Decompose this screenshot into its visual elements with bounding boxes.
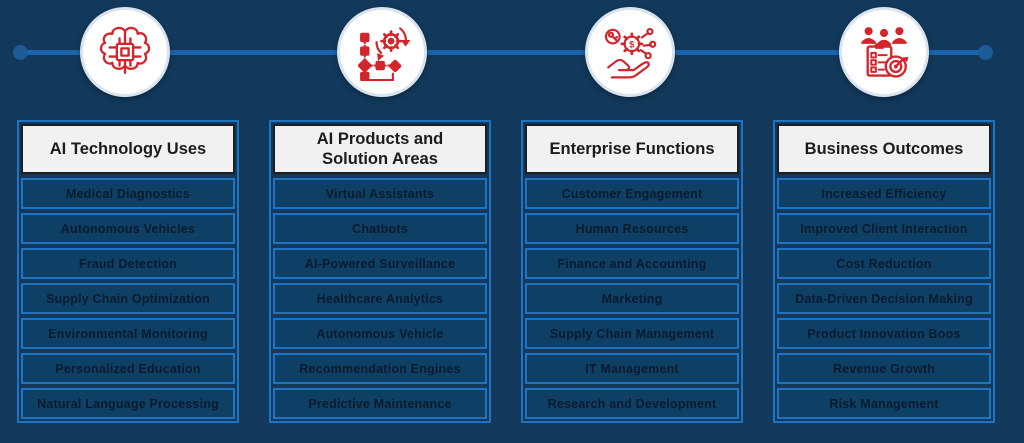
ai-products-badge	[337, 7, 427, 97]
list-item: Recommendation Engines	[273, 353, 487, 384]
list-item: Risk Management	[777, 388, 991, 419]
list-item: AI-Powered Surveillance	[273, 248, 487, 279]
list-item: Finance and Accounting	[525, 248, 739, 279]
list-item-label: Predictive Maintenance	[308, 396, 452, 411]
list-item: Improved Client Interaction	[777, 213, 991, 244]
list-item: Virtual Assistants	[273, 178, 487, 209]
list-item-label: Product Innovation Boos	[807, 326, 961, 341]
ai-technology-uses-badge	[80, 7, 170, 97]
list-item-label: Autonomous Vehicles	[60, 221, 196, 236]
ai-brain-chip-icon	[99, 26, 151, 75]
list-item: Supply Chain Optimization	[21, 283, 235, 314]
list-item-label: Fraud Detection	[78, 256, 178, 271]
list-item: Supply Chain Management	[525, 318, 739, 349]
list-item: Human Resources	[525, 213, 739, 244]
column-business-outcomes: Business Outcomes Increased Efficiency I…	[773, 120, 995, 423]
list-item: Autonomous Vehicle	[273, 318, 487, 349]
timeline-end-dot	[978, 45, 993, 60]
list-item: Increased Efficiency	[777, 178, 991, 209]
list-item-label: Recommendation Engines	[299, 361, 461, 376]
list-item: Environmental Monitoring	[21, 318, 235, 349]
list-item: Predictive Maintenance	[273, 388, 487, 419]
list-item-label: Supply Chain Management	[549, 326, 715, 341]
list-item-label: Finance and Accounting	[557, 256, 707, 271]
list-item-label: Medical Diagnostics	[66, 186, 190, 201]
list-item: Marketing	[525, 283, 739, 314]
timeline-start-dot	[13, 45, 28, 60]
list-item-label: Revenue Growth	[832, 361, 936, 376]
column-title: Business Outcomes	[804, 140, 964, 158]
column-enterprise-functions: Enterprise Functions Customer Engagement…	[521, 120, 743, 423]
column-ai-products-solutions: AI Products and Solution Areas Virtual A…	[269, 120, 491, 423]
list-item-label: Environmental Monitoring	[48, 326, 208, 341]
list-item-label: Autonomous Vehicle	[316, 326, 444, 341]
column-title: AI Products and Solution Areas	[316, 130, 444, 168]
list-item: Customer Engagement	[525, 178, 739, 209]
column-title: AI Technology Uses	[49, 140, 207, 158]
list-item: Research and Development	[525, 388, 739, 419]
list-item-label: IT Management	[585, 361, 679, 376]
list-item: Natural Language Processing	[21, 388, 235, 419]
column-header: AI Products and Solution Areas	[273, 124, 487, 174]
list-item: Autonomous Vehicles	[21, 213, 235, 244]
list-item: Medical Diagnostics	[21, 178, 235, 209]
hand-gear-dollar-icon: $	[604, 27, 657, 79]
list-item: Data-Driven Decision Making	[777, 283, 991, 314]
column-header: AI Technology Uses	[21, 124, 235, 174]
list-item-label: Virtual Assistants	[325, 186, 435, 201]
list-item: Personalized Education	[21, 353, 235, 384]
list-item-label: Human Resources	[575, 221, 689, 236]
list-item: Fraud Detection	[21, 248, 235, 279]
timeline-line	[20, 50, 985, 55]
column-ai-technology-uses: AI Technology Uses Medical Diagnostics A…	[17, 120, 239, 423]
columns-row: AI Technology Uses Medical Diagnostics A…	[17, 120, 995, 423]
list-item-label: Natural Language Processing	[37, 396, 219, 411]
list-item-label: Risk Management	[829, 396, 939, 411]
list-item-label: Increased Efficiency	[821, 186, 947, 201]
svg-text:$: $	[629, 39, 634, 49]
list-item-label: Supply Chain Optimization	[45, 291, 211, 306]
enterprise-functions-badge: $	[585, 7, 675, 97]
list-item-label: Personalized Education	[55, 361, 201, 376]
list-item-label: Improved Client Interaction	[800, 221, 968, 236]
list-item-label: Data-Driven Decision Making	[795, 291, 973, 306]
list-item-label: AI-Powered Surveillance	[304, 256, 456, 271]
automation-process-gear-icon	[357, 27, 411, 81]
list-item-label: Marketing	[601, 291, 663, 306]
team-checklist-target-icon	[861, 27, 909, 78]
column-header: Enterprise Functions	[525, 124, 739, 174]
list-item: Revenue Growth	[777, 353, 991, 384]
column-header: Business Outcomes	[777, 124, 991, 174]
list-item: IT Management	[525, 353, 739, 384]
list-item-label: Healthcare Analytics	[316, 291, 444, 306]
list-item: Cost Reduction	[777, 248, 991, 279]
list-item-label: Chatbots	[352, 221, 408, 236]
list-item: Healthcare Analytics	[273, 283, 487, 314]
column-title: Enterprise Functions	[549, 140, 715, 158]
list-item: Product Innovation Boos	[777, 318, 991, 349]
list-item-label: Cost Reduction	[836, 256, 932, 271]
list-item-label: Research and Development	[547, 396, 717, 411]
list-item: Chatbots	[273, 213, 487, 244]
business-outcomes-badge	[839, 7, 929, 97]
list-item-label: Customer Engagement	[561, 186, 703, 201]
